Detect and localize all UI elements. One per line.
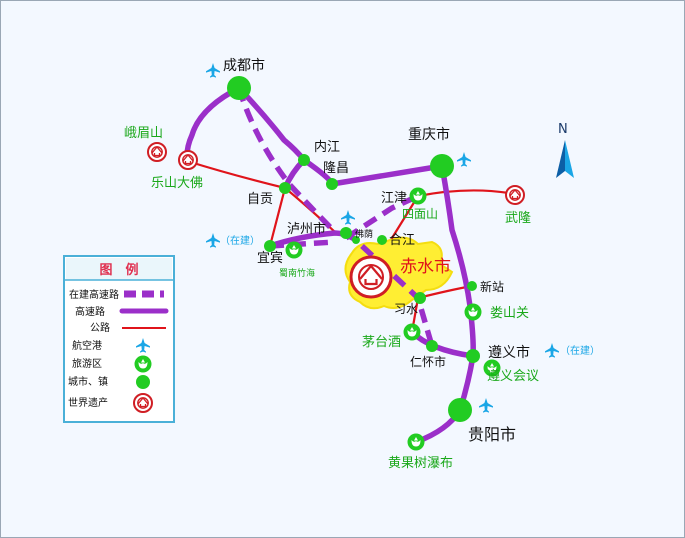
city-node-icon-chongqing (430, 154, 454, 178)
label-emei: 峨眉山 (124, 126, 163, 141)
legend-label-heritage: 世界遗产 (68, 396, 108, 409)
label-leshan: 乐山大佛 (151, 176, 203, 191)
city-nodes (227, 76, 480, 422)
north-arrow-icon: N (556, 122, 574, 178)
legend-label-tourist: 旅游区 (72, 357, 102, 370)
legend-world-heritage-icon (133, 393, 153, 413)
label-loushanguan: 娄山关 (490, 306, 529, 321)
label-chongqing: 重庆市 (408, 126, 450, 143)
label-renhuai: 仁怀市 (410, 354, 446, 369)
label-xishui: 习水 (394, 302, 418, 316)
legend-label-highway: 公路 (90, 321, 110, 334)
note-yibin-airport: （在建） (220, 234, 260, 247)
city-node-icon-longchang (326, 178, 338, 190)
world-heritage-icon-wulong (505, 185, 525, 205)
legend-title: 图 例 (99, 262, 138, 278)
label-chishui: 赤水市 (400, 257, 451, 277)
label-xinzhan: 新站 (480, 279, 504, 294)
tourist-area-icon-maotai (403, 323, 421, 341)
label-longchang: 隆昌 (323, 161, 349, 176)
city-node-icon-foqi (352, 236, 360, 244)
label-hejiang: 合江 (389, 233, 415, 248)
city-node-icon-yibin (264, 240, 276, 252)
label-zigong: 自贡 (247, 192, 273, 207)
city-node-icon-xinzhan (467, 281, 477, 291)
city-node-icon-neijiang (298, 154, 310, 166)
tourist-area-icon-simianshan (409, 187, 427, 205)
city-node-icon-hejiang (377, 235, 387, 245)
world-heritage-icon-leshan (178, 150, 198, 170)
city-node-icon-xishui (414, 292, 426, 304)
label-foqi: 佛荫 (355, 228, 373, 240)
world-heritage-icon-chishui (349, 255, 393, 299)
legend-label-expressway-building: 在建高速路 (69, 288, 119, 301)
label-luzhou: 泸州市 (287, 221, 326, 237)
legend-tourist-area-icon (134, 355, 152, 373)
label-huangguoshu: 黄果树瀑布 (388, 456, 453, 471)
label-jiangjin: 江津 (381, 191, 407, 206)
tourist-area-icon-huangguoshu (407, 433, 425, 451)
legend-city-node-icon (136, 375, 150, 389)
label-zunyi: 遵义市 (488, 344, 530, 361)
label-shunan: 蜀南竹海 (279, 267, 315, 279)
label-maotai: 茅台酒 (362, 335, 401, 350)
city-node-icon-luzhou (340, 227, 352, 239)
legend: 图 例 在建高速路 高速路 公路 航空港 旅游区 城市、镇 世界遗产 (63, 255, 175, 423)
label-neijiang: 内江 (314, 139, 340, 155)
city-node-icon-chengdu (227, 76, 251, 100)
tourist-area-icon-loushanguan (464, 303, 482, 321)
label-chengdu: 成都市 (223, 57, 265, 74)
label-simianshan: 四面山 (402, 207, 438, 221)
label-yibin: 宜宾 (257, 250, 283, 266)
city-node-icon-zigong (279, 182, 291, 194)
legend-label-airport: 航空港 (72, 339, 102, 352)
label-wulong: 武隆 (505, 211, 531, 226)
tourist-area-icon-shunan (285, 241, 303, 259)
note-zunyi-airport: （在建） (560, 344, 600, 357)
world-heritage-icon-emei (147, 142, 167, 162)
city-node-icon-renhuai (426, 340, 438, 352)
city-node-icon-guiyang (448, 398, 472, 422)
compass-label: N (558, 122, 568, 137)
legend-label-expressway: 高速路 (75, 305, 105, 318)
label-guiyang: 贵阳市 (468, 425, 516, 444)
label-zunyi-meeting: 遵义会议 (487, 368, 539, 384)
city-node-icon-zunyi (466, 349, 480, 363)
legend-label-city: 城市、镇 (68, 375, 108, 388)
